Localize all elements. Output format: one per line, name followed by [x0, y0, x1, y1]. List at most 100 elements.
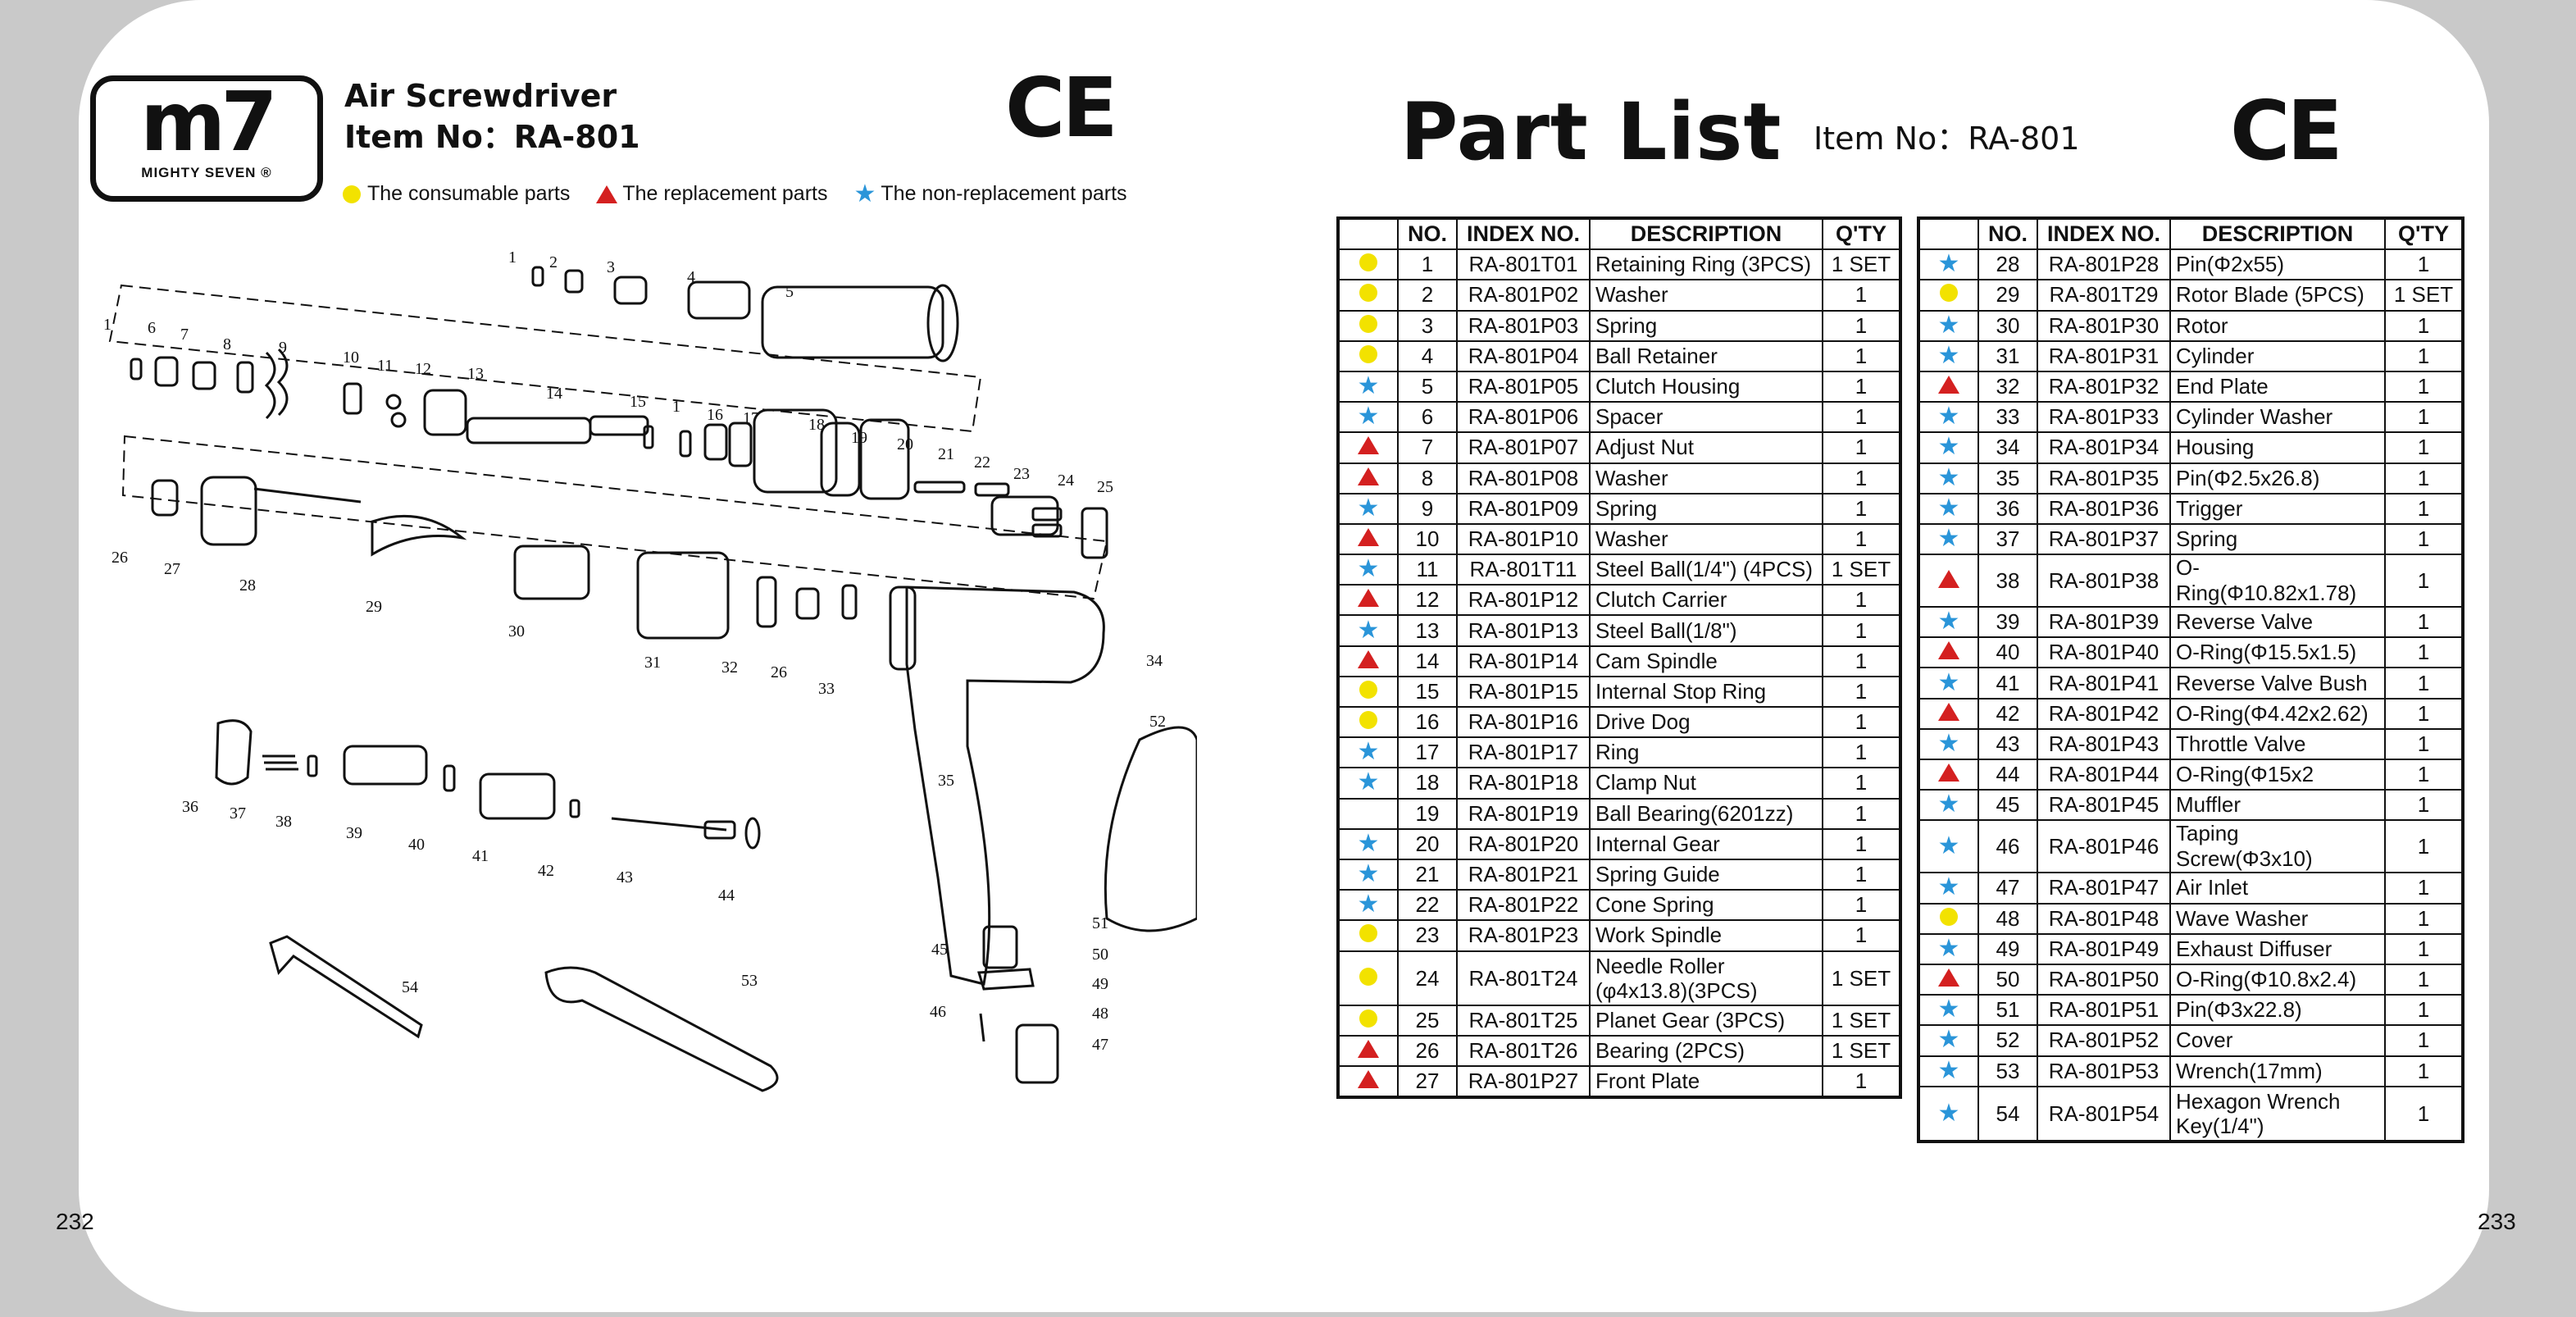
part-index-no: RA-801P52	[2037, 1024, 2171, 1057]
red-triangle-icon	[1358, 1069, 1379, 1088]
brand-logo: m7 MIGHTY SEVEN ®	[90, 75, 323, 202]
part-index-no: RA-801P07	[1456, 431, 1591, 464]
part-number: 37	[1978, 522, 2038, 556]
part-type-cell	[1337, 431, 1399, 464]
part-number: 3	[1397, 309, 1458, 342]
part-description: Spring	[1589, 492, 1823, 525]
part-quantity: 1	[1822, 431, 1901, 464]
part-type-cell	[1337, 584, 1399, 617]
svg-text:1: 1	[103, 316, 112, 334]
part-quantity: 1	[2384, 789, 2464, 822]
svg-text:39: 39	[346, 824, 362, 842]
yellow-dot-icon	[1359, 711, 1377, 730]
part-index-no: RA-801P30	[2037, 309, 2171, 342]
part-description: Trigger	[2169, 492, 2386, 525]
part-index-no: RA-801P06	[1456, 401, 1591, 434]
yellow-dot-icon	[1940, 284, 1958, 303]
part-type-cell: ★	[1918, 1085, 1979, 1142]
part-number: 50	[1978, 963, 2038, 996]
part-type-cell	[1918, 279, 1979, 312]
header-icon-col	[1918, 216, 1979, 251]
svg-text:4: 4	[687, 268, 695, 286]
part-index-no: RA-801P22	[1456, 889, 1591, 922]
part-description: Washer	[1589, 522, 1823, 556]
svg-text:44: 44	[718, 886, 735, 905]
part-number: 9	[1397, 492, 1458, 525]
part-quantity: 1	[2384, 902, 2464, 935]
part-quantity: 1	[2384, 872, 2464, 905]
blue-star-icon: ★	[1937, 463, 1960, 491]
part-index-no: RA-801P09	[1456, 492, 1591, 525]
part-index-no: RA-801P03	[1456, 309, 1591, 342]
part-number: 35	[1978, 462, 2038, 494]
part-description: O-Ring(Φ10.8x2.4)	[2169, 963, 2386, 996]
part-description: Wrench(17mm)	[2169, 1055, 2386, 1087]
part-number: 29	[1978, 279, 2038, 312]
part-quantity: 1	[1822, 522, 1901, 556]
part-quantity: 1	[2384, 554, 2464, 608]
part-number: 48	[1978, 902, 2038, 935]
part-description: Bearing (2PCS)	[1589, 1034, 1823, 1067]
blue-star-icon: ★	[1937, 996, 1960, 1023]
part-description: Spacer	[1589, 401, 1823, 434]
blue-star-icon: ★	[1937, 341, 1960, 369]
part-quantity: 1	[1822, 1064, 1901, 1099]
svg-text:32: 32	[721, 658, 738, 677]
diagram-outlines	[108, 266, 1197, 1092]
part-index-no: RA-801P54	[2037, 1085, 2171, 1142]
part-quantity: 1	[1822, 309, 1901, 342]
part-description: Taping Screw(Φ3x10)	[2169, 819, 2386, 874]
part-type-cell: ★	[1918, 492, 1979, 525]
yellow-dot-icon	[1359, 967, 1377, 986]
part-description: Cylinder	[2169, 340, 2386, 372]
svg-text:42: 42	[538, 862, 554, 880]
part-number: 34	[1978, 431, 2038, 464]
blue-star-icon: ★	[1357, 372, 1380, 400]
part-quantity: 1	[1822, 889, 1901, 922]
part-number: 38	[1978, 554, 2038, 608]
part-type-cell: ★	[1918, 727, 1979, 761]
part-type-cell	[1918, 902, 1979, 935]
header-qty: Q'TY	[2384, 216, 2464, 251]
svg-text:28: 28	[239, 576, 256, 595]
part-description: Pin(Φ2.5x26.8)	[2169, 462, 2386, 494]
svg-text:11: 11	[377, 357, 393, 375]
legend-replacement: The replacement parts	[596, 182, 827, 206]
part-index-no: RA-801P08	[1456, 462, 1591, 494]
part-type-cell: ★	[1918, 1024, 1979, 1057]
part-type-cell	[1337, 705, 1399, 739]
part-index-no: RA-801P32	[2037, 370, 2171, 403]
part-description: Needle Roller (φ4x13.8)(3PCS)	[1589, 950, 1823, 1006]
part-index-no: RA-801P38	[2037, 554, 2171, 608]
yellow-dot-icon	[1940, 907, 1958, 926]
part-index-no: RA-801P47	[2037, 872, 2171, 905]
red-triangle-icon	[1358, 527, 1379, 546]
red-triangle-icon	[1358, 467, 1379, 485]
yellow-dot-icon	[1359, 680, 1377, 699]
part-index-no: RA-801T01	[1456, 248, 1591, 281]
part-quantity: 1 SET	[1822, 1034, 1901, 1067]
part-index-no: RA-801P40	[2037, 636, 2171, 669]
part-type-cell	[1337, 1064, 1399, 1099]
blue-star-icon: ★	[1357, 403, 1380, 431]
part-description: Ring	[1589, 736, 1823, 769]
part-number: 6	[1397, 401, 1458, 434]
part-index-no: RA-801P46	[2037, 819, 2171, 874]
part-type-cell	[1918, 370, 1979, 403]
svg-text:25: 25	[1097, 478, 1113, 496]
part-number: 51	[1978, 994, 2038, 1027]
part-description: Wave Washer	[2169, 902, 2386, 935]
svg-text:29: 29	[366, 598, 382, 616]
part-type-cell	[1918, 636, 1979, 669]
part-description: Ball Bearing(6201zz)	[1589, 797, 1823, 830]
part-number: 33	[1978, 401, 2038, 434]
part-number: 14	[1397, 645, 1458, 677]
